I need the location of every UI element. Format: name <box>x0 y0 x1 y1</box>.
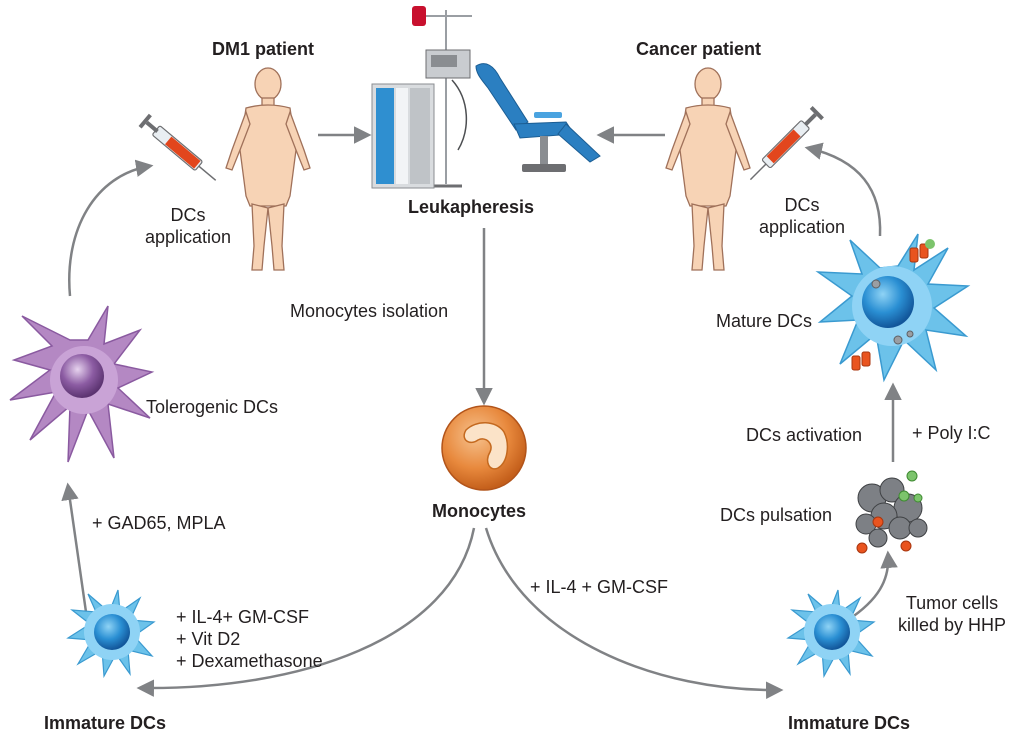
tolerogenic-dc-cell <box>9 305 155 463</box>
arrow-monocytes-to-immature-left <box>136 527 476 697</box>
gad65-mpla-label: + GAD65, MPLA <box>92 513 226 533</box>
syringe-right <box>749 106 824 181</box>
cancer-patient-figure <box>665 67 751 271</box>
tumor-cell-cluster <box>855 470 928 554</box>
dm1-patient-figure <box>225 67 311 271</box>
il4-gmcsf-left-label: + IL-4+ GM-CSF <box>176 607 310 627</box>
tumor-cells-line1: Tumor cells <box>905 593 999 613</box>
mature-dc-cell <box>815 233 971 383</box>
tumor-cells-line2: killed by HHP <box>897 615 1007 635</box>
arrow-immature-to-pulsation <box>847 550 898 622</box>
immature-dc-right-cell <box>786 589 876 679</box>
dcs-pulsation-label: DCs pulsation <box>720 505 833 525</box>
arrow-tolerogenic-to-dm1 <box>68 159 154 297</box>
immature-dcs-right-label: Immature DCs <box>788 713 911 733</box>
dcs-application-left-line1: DCs <box>170 205 206 225</box>
arrow-immature-to-tolerogenic <box>61 482 88 613</box>
il4-gmcsf-right-label: + IL-4 + GM-CSF <box>530 577 669 597</box>
dcs-application-right-line1: DCs <box>784 195 820 215</box>
leukapheresis-machine <box>371 6 601 189</box>
dcs-application-left-line2: application <box>144 227 232 247</box>
dcs-application-left-label: DCs application <box>132 204 244 248</box>
dcs-activation-label: DCs activation <box>746 425 863 445</box>
syringe-left <box>138 113 217 181</box>
dcs-application-right-label: DCs application <box>746 194 858 238</box>
tolerogenic-dcs-label: Tolerogenic DCs <box>146 397 279 417</box>
monocytes-label: Monocytes <box>432 501 527 521</box>
flow-arrows <box>61 126 902 699</box>
vit-d2-label: + Vit D2 <box>176 629 241 649</box>
monocytes-isolation-label: Monocytes isolation <box>290 301 449 321</box>
left-treatment-list: + IL-4+ GM-CSF + Vit D2 + Dexamethasone <box>176 606 323 672</box>
immature-dc-left-cell <box>66 589 156 679</box>
tumor-cells-label: Tumor cells killed by HHP <box>888 592 1016 636</box>
monocyte-cell <box>441 405 527 491</box>
cancer-patient-label: Cancer patient <box>636 39 762 59</box>
immature-dcs-left-label: Immature DCs <box>44 713 167 733</box>
poly-ic-label: + Poly I:C <box>912 423 991 443</box>
dcs-application-right-line2: application <box>758 217 846 237</box>
arrow-mature-to-cancer <box>804 142 882 237</box>
arrow-monocytes-to-immature-right <box>484 527 784 699</box>
dexamethasone-label: + Dexamethasone <box>176 651 323 671</box>
leukapheresis-label: Leukapheresis <box>408 197 535 217</box>
dm1-patient-label: DM1 patient <box>212 39 315 59</box>
mature-dcs-label: Mature DCs <box>716 311 813 331</box>
